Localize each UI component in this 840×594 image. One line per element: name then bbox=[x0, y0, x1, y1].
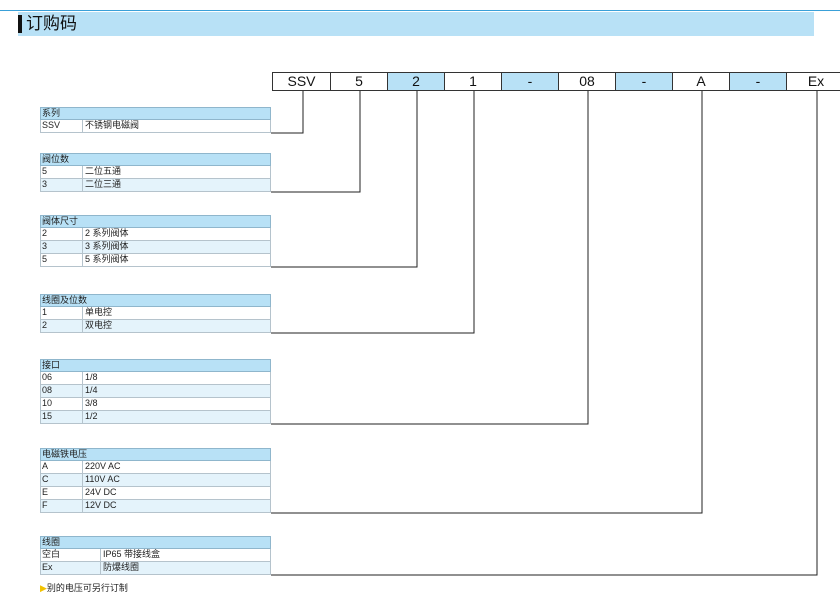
row-desc: 二位三通 bbox=[85, 179, 122, 189]
row-desc: 5 系列阀体 bbox=[85, 254, 129, 264]
group-header: 阀位数 bbox=[40, 153, 271, 166]
connector-line bbox=[271, 91, 304, 134]
code-cell-1: 5 bbox=[330, 72, 388, 91]
row-code: 06 bbox=[41, 372, 83, 384]
row-desc: 110V AC bbox=[85, 474, 120, 484]
title-bar: 订购码 bbox=[18, 12, 814, 36]
code-cell-2: 2 bbox=[387, 72, 445, 91]
code-cell-9: Ex bbox=[786, 72, 840, 91]
code-cell-0: SSV bbox=[272, 72, 331, 91]
connector-line bbox=[271, 91, 703, 514]
row-code: F bbox=[41, 500, 83, 512]
title-marker bbox=[18, 15, 22, 33]
connector-line bbox=[271, 91, 418, 268]
triangle-right-icon: ▶ bbox=[40, 584, 47, 594]
connector-line bbox=[271, 91, 589, 425]
row-desc: 单电控 bbox=[85, 307, 113, 317]
group-header: 系列 bbox=[40, 107, 271, 120]
page-title: 订购码 bbox=[26, 14, 77, 34]
row-code: A bbox=[41, 461, 83, 473]
row-code: 3 bbox=[41, 241, 83, 253]
row-desc: 12V DC bbox=[85, 500, 117, 510]
row-code: 2 bbox=[41, 320, 83, 332]
row-desc: 3/8 bbox=[85, 398, 98, 408]
group-header: 电磁铁电压 bbox=[40, 448, 271, 461]
row-desc: 3 系列阀体 bbox=[85, 241, 129, 251]
row-code: E bbox=[41, 487, 83, 499]
group-header: 线圈 bbox=[40, 536, 271, 549]
row-code: 08 bbox=[41, 385, 83, 397]
row-desc: 220V AC bbox=[85, 461, 121, 471]
row-code: C bbox=[41, 474, 83, 486]
connector-line bbox=[271, 91, 818, 576]
row-code: 空白 bbox=[41, 549, 101, 561]
row-code: SSV bbox=[41, 120, 83, 132]
row-desc: 1/4 bbox=[85, 385, 98, 395]
code-cell-4: - bbox=[501, 72, 559, 91]
row-code: 1 bbox=[41, 307, 83, 319]
group-header: 接口 bbox=[40, 359, 271, 372]
code-cell-6: - bbox=[615, 72, 673, 91]
code-cell-3: 1 bbox=[444, 72, 502, 91]
row-code: 2 bbox=[41, 228, 83, 240]
connector-line bbox=[271, 91, 475, 334]
code-cell-5: 08 bbox=[558, 72, 616, 91]
row-code: 3 bbox=[41, 179, 83, 191]
row-desc: 不锈钢电磁阀 bbox=[85, 120, 140, 130]
row-code: 15 bbox=[41, 411, 83, 423]
connector-line bbox=[271, 91, 361, 193]
footnote-text: 别的电压可另行订制 bbox=[46, 584, 128, 594]
group-header: 线圈及位数 bbox=[40, 294, 271, 307]
row-desc: 24V DC bbox=[85, 487, 117, 497]
footnote: ▶别的电压可另行订制 bbox=[40, 584, 128, 594]
top-rule bbox=[0, 10, 840, 11]
row-desc: 双电控 bbox=[85, 320, 113, 330]
row-code: 5 bbox=[41, 254, 83, 266]
code-cell-8: - bbox=[729, 72, 787, 91]
row-desc: 防爆线圈 bbox=[103, 562, 140, 572]
row-desc: 1/2 bbox=[85, 411, 98, 421]
group-header: 阀体尺寸 bbox=[40, 215, 271, 228]
row-code: 5 bbox=[41, 166, 83, 178]
code-cell-7: A bbox=[672, 72, 730, 91]
row-desc: 1/8 bbox=[85, 372, 98, 382]
row-desc: IP65 带接线盒 bbox=[103, 549, 161, 559]
row-desc: 二位五通 bbox=[85, 166, 122, 176]
row-desc: 2 系列阀体 bbox=[85, 228, 129, 238]
row-code: Ex bbox=[41, 562, 101, 574]
row-code: 10 bbox=[41, 398, 83, 410]
